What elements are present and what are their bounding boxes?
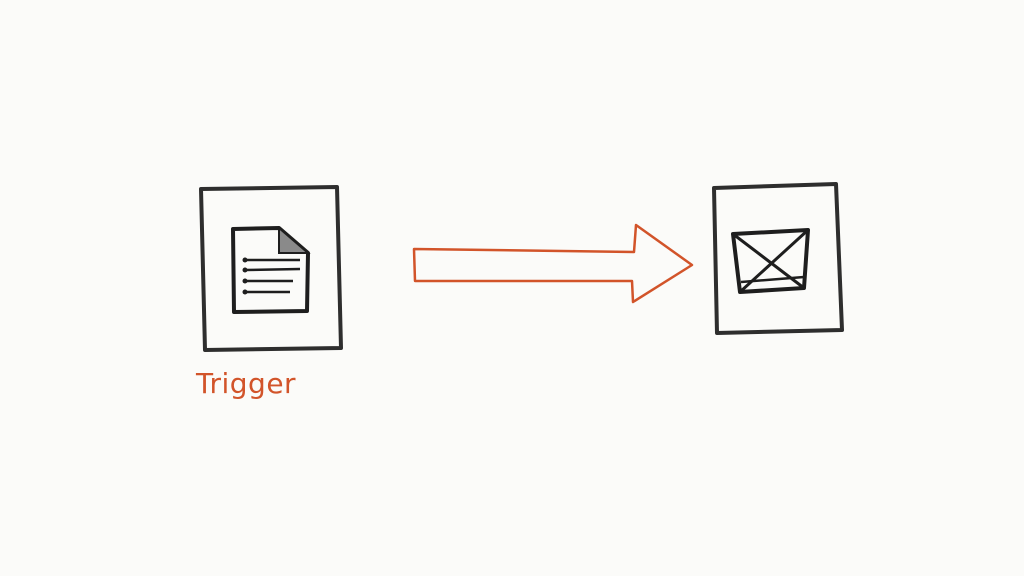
target-box [712, 182, 844, 335]
trigger-node [199, 185, 343, 352]
trigger-box [199, 185, 343, 352]
target-node [712, 182, 844, 335]
flow-arrow [412, 223, 694, 304]
document-icon [231, 225, 311, 314]
envelope-icon [731, 228, 810, 294]
trigger-label: Trigger [196, 367, 297, 400]
